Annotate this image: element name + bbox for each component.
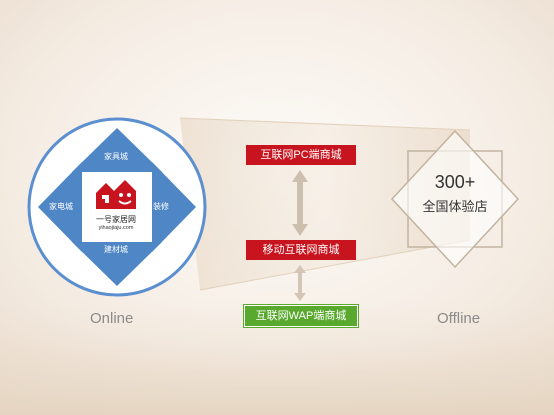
double-arrow-small-icon xyxy=(294,265,306,301)
offline-store-frame xyxy=(390,129,520,269)
double-arrow-icon xyxy=(292,170,308,236)
category-building-materials: 建材城 xyxy=(104,245,128,254)
online-caption: Online xyxy=(90,310,134,327)
category-triangle-bottom xyxy=(72,242,162,286)
category-triangle-right xyxy=(152,162,196,252)
wap-mall-button[interactable]: 互联网WAP端商城 xyxy=(244,305,358,327)
offline-caption: Offline xyxy=(437,310,481,327)
store-count: 300+ xyxy=(434,172,476,192)
category-renovation: 装修 xyxy=(153,202,169,211)
mobile-mall-button[interactable]: 移动互联网商城 xyxy=(246,240,356,260)
category-furniture: 家具城 xyxy=(104,152,128,161)
house-logo-icon xyxy=(96,180,136,209)
pc-mall-button[interactable]: 互联网PC端商城 xyxy=(246,145,356,165)
category-triangle-left xyxy=(38,162,82,252)
category-triangle-top xyxy=(72,128,162,172)
logo-name: 一号家居网 xyxy=(96,215,136,224)
category-appliances: 家电城 xyxy=(49,202,73,211)
logo-url: yihaojiaju.com xyxy=(98,225,134,231)
store-name: 全国体验店 xyxy=(422,199,488,214)
